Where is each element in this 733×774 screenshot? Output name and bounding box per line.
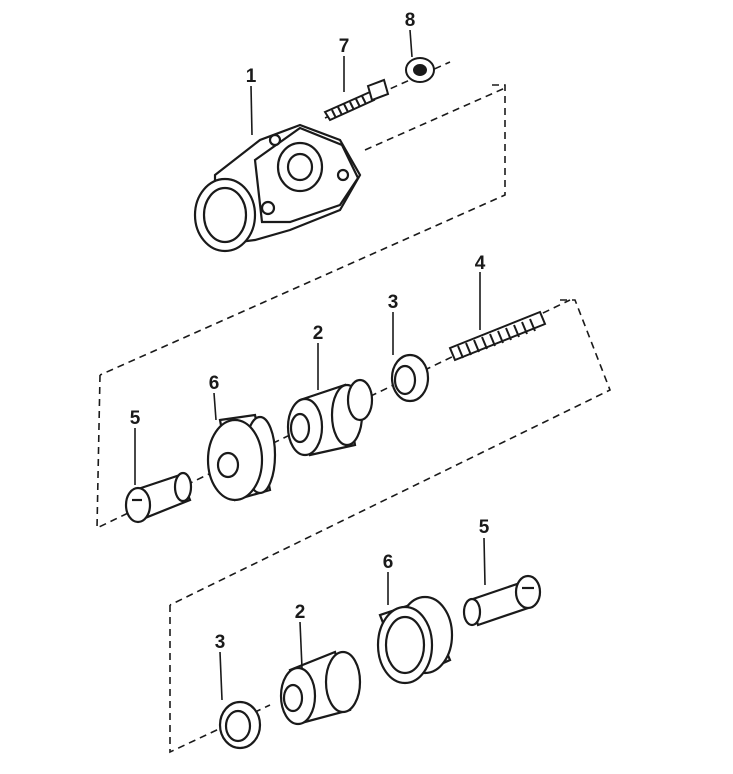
callout-8: 8: [404, 10, 416, 31]
piston-upper: [286, 378, 374, 457]
push-rod-lower: [462, 574, 542, 627]
callout-6-lower: 6: [382, 552, 394, 573]
spring: [448, 310, 547, 362]
cup-lower: [376, 595, 454, 685]
bleeder-screw: [323, 78, 390, 122]
callout-2-upper: 2: [312, 323, 324, 344]
callout-3-upper: 3: [387, 292, 399, 313]
callout-6-upper: 6: [208, 373, 220, 394]
callout-7: 7: [338, 36, 350, 57]
push-rod-upper: [124, 471, 193, 524]
piston-lower: [279, 650, 362, 726]
leader-lines: [134, 29, 486, 701]
dust-cap: [405, 57, 435, 83]
cup-upper: [206, 413, 277, 502]
callout-4: 4: [474, 253, 486, 274]
callout-5-lower: 5: [478, 517, 490, 538]
seal-lower: [218, 700, 262, 750]
callout-2-lower: 2: [294, 602, 306, 623]
seal-upper: [390, 353, 430, 403]
callout-5-upper: 5: [129, 408, 141, 429]
callout-3-lower: 3: [214, 632, 226, 653]
cylinder-body: [193, 123, 362, 253]
callout-1: 1: [245, 66, 257, 87]
